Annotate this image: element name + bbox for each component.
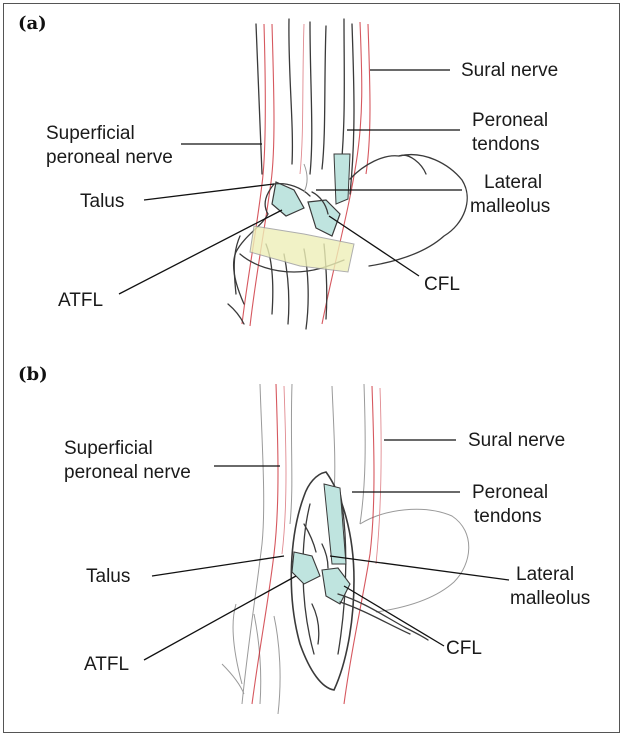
ankle-illustration-b [222, 384, 469, 714]
label-peroneal-a-line2: tendons [472, 134, 540, 155]
label-superficial-a-line1: Superficial [46, 123, 135, 144]
label-cfl-b: CFL [446, 638, 482, 659]
leader-talus-b [152, 556, 284, 576]
leader-lateral-b [330, 556, 509, 580]
label-lateral-b-line1: Lateral [516, 564, 574, 585]
label-cfl-a: CFL [424, 274, 460, 295]
panel-a: (a) [18, 13, 558, 329]
label-talus-a: Talus [80, 191, 124, 212]
figure-frame: (a) [3, 3, 620, 733]
label-talus-b: Talus [86, 566, 130, 587]
label-atfl-a: ATFL [58, 290, 103, 311]
panel-b: (b) [18, 364, 590, 714]
leader-atfl-b [144, 576, 296, 660]
leader-talus-a [144, 184, 274, 200]
label-sural-nerve-b: Sural nerve [468, 430, 565, 451]
label-lateral-a-line2: malleolus [470, 196, 550, 217]
label-superficial-b-line2: peroneal nerve [64, 462, 191, 483]
label-peroneal-a-line1: Peroneal [472, 110, 548, 131]
label-sural-nerve-a: Sural nerve [461, 60, 558, 81]
label-superficial-a-line2: peroneal nerve [46, 147, 173, 168]
label-peroneal-b-line2: tendons [474, 506, 542, 527]
anatomy-figure: (a) [4, 4, 621, 734]
label-peroneal-b-line1: Peroneal [472, 482, 548, 503]
label-lateral-a-line1: Lateral [484, 172, 542, 193]
panel-a-label: (a) [18, 13, 47, 34]
label-lateral-b-line2: malleolus [510, 588, 590, 609]
label-atfl-b: ATFL [84, 654, 129, 675]
panel-b-label: (b) [18, 364, 48, 385]
label-superficial-b-line1: Superficial [64, 438, 153, 459]
